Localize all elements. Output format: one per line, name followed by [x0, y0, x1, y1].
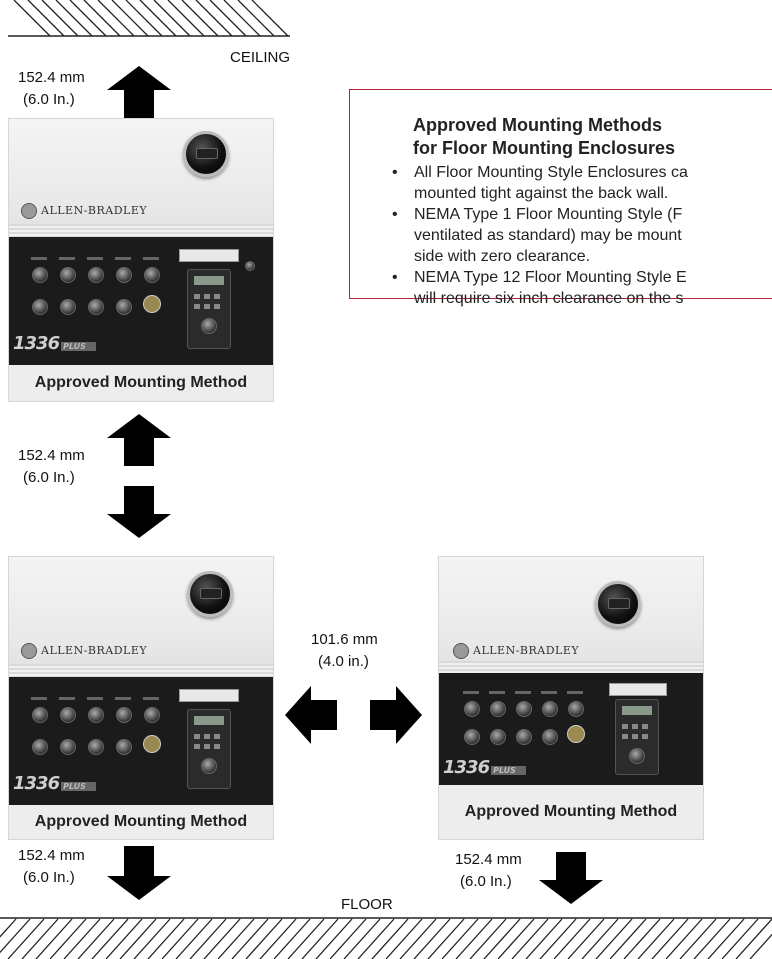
info-bullet: NEMA Type 12 Floor Mounting Style Ewill … [392, 267, 772, 309]
disconnect-handle-icon [595, 581, 641, 627]
info-bullet: All Floor Mounting Style Enclosures camo… [392, 162, 772, 204]
info-bullet: NEMA Type 1 Floor Mounting Style (Fventi… [392, 204, 772, 267]
bottom-left-clearance-mm: 152.4 mm [18, 847, 85, 864]
stop-button-icon [567, 725, 585, 743]
info-bullet-list: All Floor Mounting Style Enclosures camo… [392, 162, 772, 309]
keypad-icon [187, 709, 231, 789]
ceiling-label: CEILING [230, 49, 291, 66]
enclosure-caption: Approved Mounting Method [464, 803, 678, 820]
keypad-icon [187, 269, 231, 349]
top-clearance-mm: 152.4 mm [18, 69, 85, 86]
middle-clearance-in: (6.0 In.) [23, 469, 75, 486]
top-clearance-in: (6.0 In.) [23, 91, 75, 108]
stop-button-icon [143, 735, 161, 753]
allen-bradley-logo-icon [21, 643, 37, 659]
left-arrow-icon [285, 686, 337, 744]
floor-hatch [0, 917, 772, 959]
selector-knob-icon [32, 267, 48, 283]
down-arrow-icon [107, 486, 171, 538]
brand-label: ALLEN-BRADLEY [21, 643, 147, 659]
side-clearance-mm: 101.6 mm [311, 631, 378, 648]
info-title: Approved Mounting Methods for Floor Moun… [413, 115, 675, 158]
down-arrow-icon [539, 852, 603, 904]
bottom-left-clearance-in: (6.0 In.) [23, 869, 75, 886]
up-arrow-icon [107, 414, 171, 466]
floor-label: FLOOR [341, 896, 393, 913]
stop-button-icon [143, 295, 161, 313]
up-arrow-icon [107, 66, 171, 118]
down-arrow-icon [107, 846, 171, 900]
side-clearance-in: (4.0 in.) [318, 653, 369, 670]
info-box: Approved Mounting Methods for Floor Moun… [349, 89, 772, 307]
keypad-icon [615, 699, 659, 775]
allen-bradley-logo-icon [21, 203, 37, 219]
right-arrow-icon [370, 686, 422, 744]
brand-label: ALLEN-BRADLEY [453, 643, 579, 659]
bottom-right-clearance-mm: 152.4 mm [455, 851, 522, 868]
bottom-right-clearance-in: (6.0 In.) [460, 873, 512, 890]
ceiling-hatch [8, 0, 290, 37]
middle-clearance-mm: 152.4 mm [18, 447, 85, 464]
disconnect-handle-icon [183, 131, 229, 177]
disconnect-handle-icon [187, 571, 233, 617]
enclosure-caption: Approved Mounting Method [34, 813, 248, 830]
brand-label: ALLEN-BRADLEY [21, 203, 147, 219]
allen-bradley-logo-icon [453, 643, 469, 659]
enclosure-caption: Approved Mounting Method [34, 374, 248, 391]
